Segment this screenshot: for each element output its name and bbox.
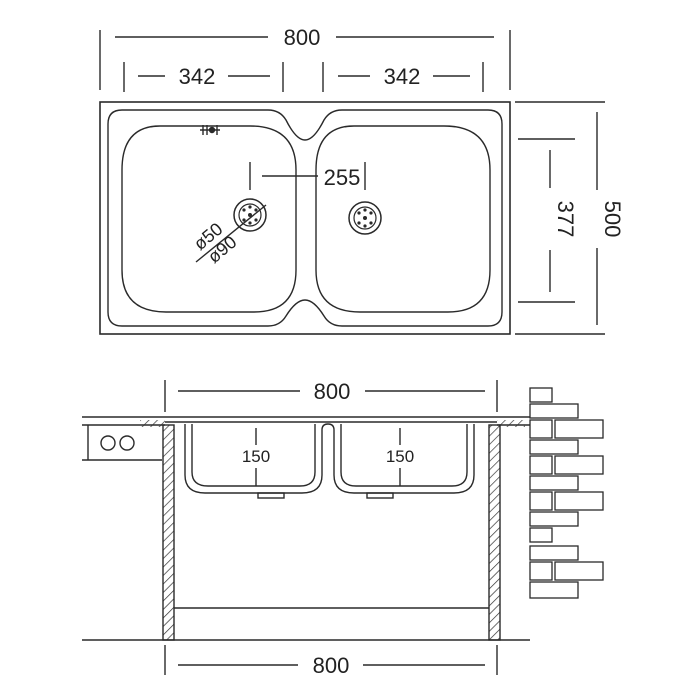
cabinet-width-label: 800 [313, 653, 350, 678]
countertop-left-hatch [140, 420, 165, 427]
overall-depth-label: 500 [600, 201, 625, 238]
drain-offset-label: 255 [324, 165, 361, 190]
sink-outer-outline [99, 101, 511, 335]
sink-inner-rim [107, 109, 503, 327]
left-drain-outlet [257, 492, 285, 499]
right-drain-outlet [366, 492, 394, 499]
top-view [99, 30, 605, 335]
cabinet-right-side [488, 424, 501, 641]
right-bowl-profile [327, 423, 475, 494]
left-bowl [121, 125, 297, 313]
front-view [82, 380, 604, 675]
countertop-right-hatch [497, 420, 525, 427]
pipe-hole-left-icon [100, 435, 116, 451]
cabinet-left-side [162, 424, 175, 641]
front-width-label: 800 [314, 379, 351, 404]
left-drain-icon [233, 198, 267, 232]
bowl-depth-label: 377 [553, 201, 578, 238]
right-bowl-profile-inner [340, 424, 468, 487]
tap-hole-icon [200, 125, 220, 135]
pipe-hole-right-icon [119, 435, 135, 451]
diameter-leader [195, 204, 267, 263]
left-bowl-profile-inner [191, 424, 316, 487]
brick-wall [529, 387, 604, 599]
overall-width-label: 800 [284, 25, 321, 50]
right-bowl-width-label: 342 [384, 64, 421, 89]
right-bowl-depth-label: 150 [386, 447, 414, 466]
right-drain-icon [348, 201, 382, 235]
left-bowl-profile [184, 423, 329, 494]
left-bowl-width-label: 342 [179, 64, 216, 89]
right-bowl [315, 125, 491, 313]
left-bowl-depth-label: 150 [242, 447, 270, 466]
